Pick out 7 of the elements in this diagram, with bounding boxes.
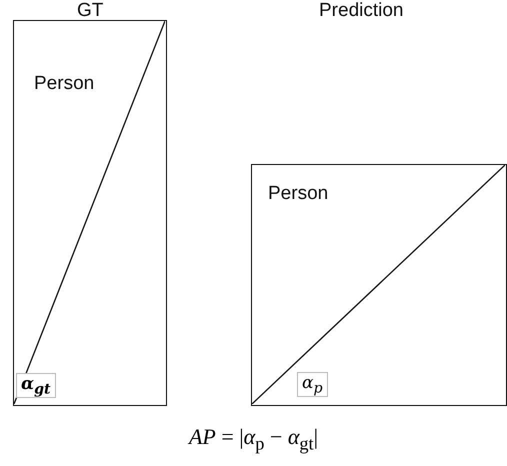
column-heading: Prediction: [319, 0, 404, 22]
class-label: Person: [34, 73, 94, 95]
angle-label: α$_{gt}$: [16, 373, 56, 398]
formula-caption: AP = |α$_{p}$ − α$_{gt}$|: [186, 424, 320, 454]
class-label: Person: [268, 183, 328, 205]
column-heading: GT: [77, 0, 104, 22]
angle-label: α$_{p}$: [297, 372, 328, 398]
